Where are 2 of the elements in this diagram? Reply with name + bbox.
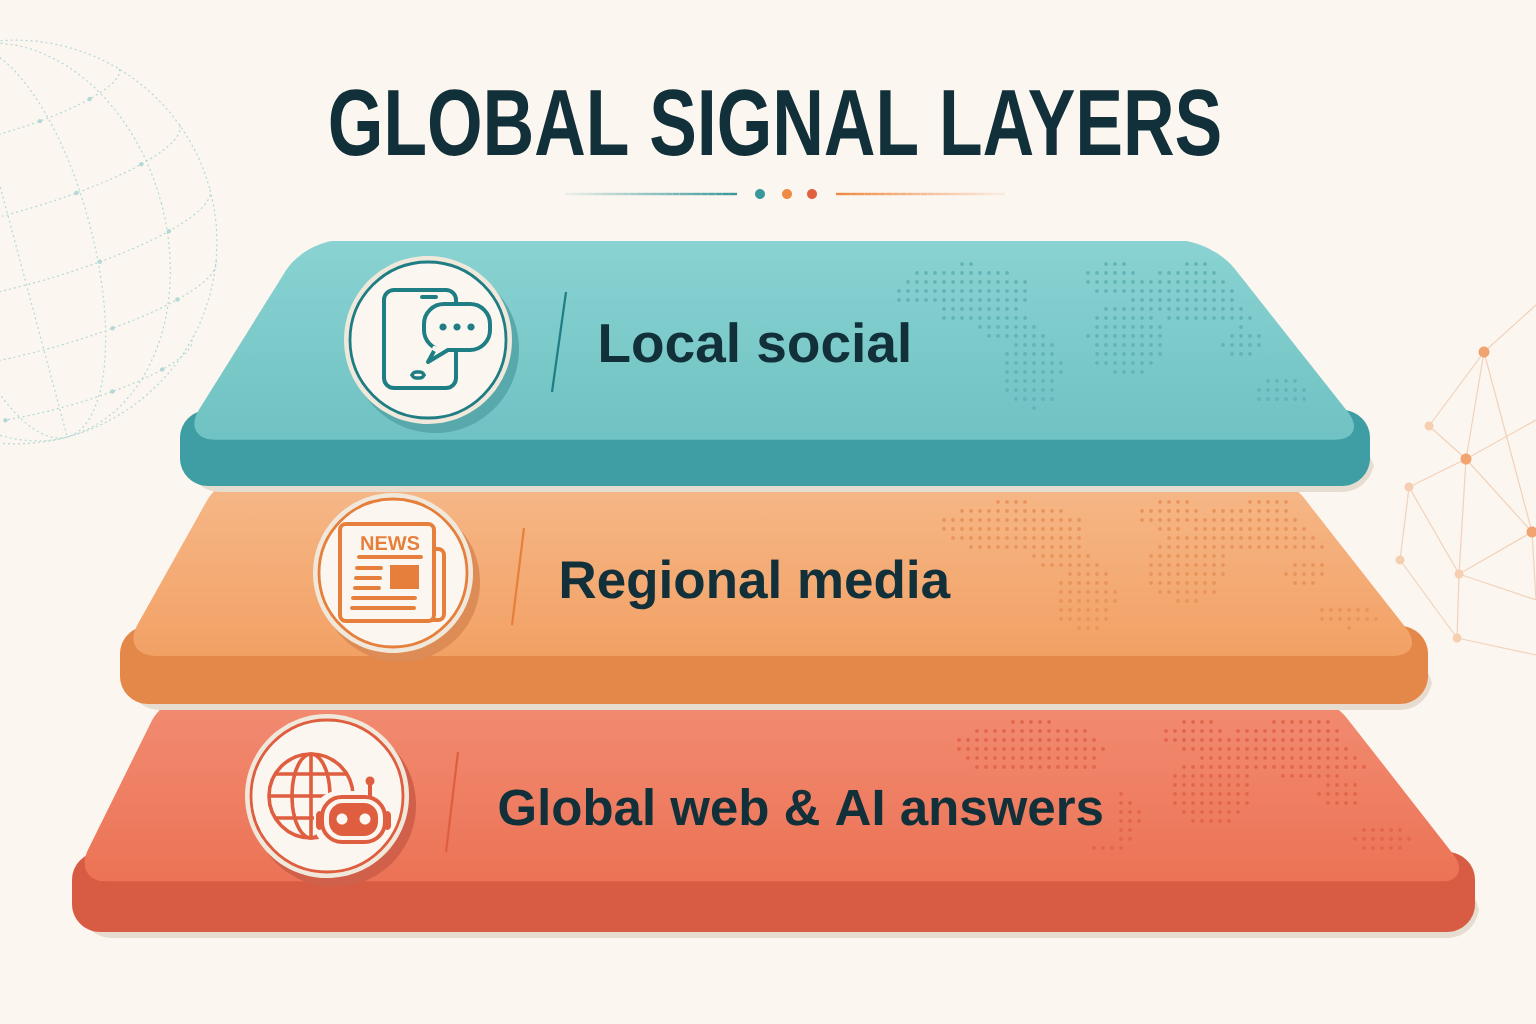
icon-text: NEWS [361,535,420,551]
title: GLOBAL SIGNAL LAYERS [330,89,1220,156]
